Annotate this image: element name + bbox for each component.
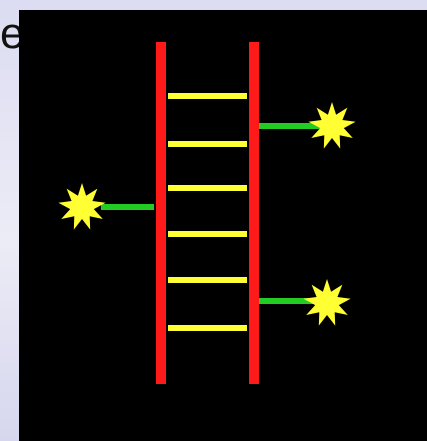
star-burst-icon: [58, 183, 105, 230]
ladder-diagram-panel: [19, 10, 427, 441]
star-burst-icon: [308, 102, 355, 149]
ladder-diagram: [19, 10, 427, 441]
star-burst-icon: [303, 279, 350, 326]
